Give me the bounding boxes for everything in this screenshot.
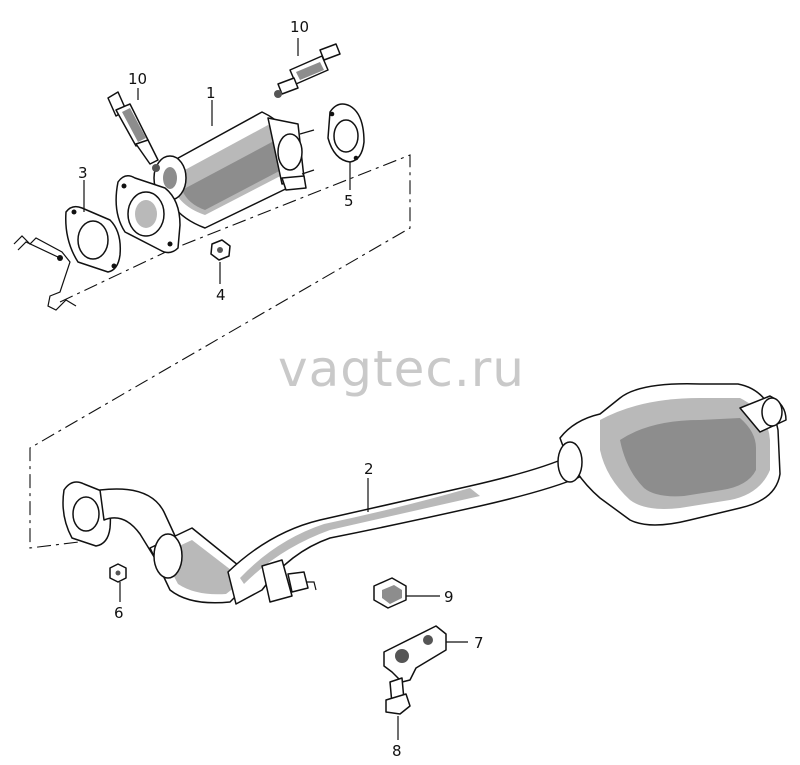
callout-4: 4 <box>216 286 226 304</box>
callout-7: 7 <box>474 634 484 652</box>
callout-3: 3 <box>78 164 88 182</box>
nut-6 <box>109 563 127 583</box>
leader-lines <box>83 38 468 740</box>
callout-8: 8 <box>392 742 402 760</box>
gasket-5 <box>327 103 365 163</box>
callout-1: 1 <box>206 84 216 102</box>
sensor-10-right <box>274 43 341 98</box>
callout-6: 6 <box>114 604 124 622</box>
exhaust-pipe-with-silencer <box>62 383 787 605</box>
callout-9: 9 <box>444 588 454 606</box>
watermark: vagtec.ru <box>278 340 525 398</box>
converter-inlet-flange <box>115 175 181 254</box>
callout-5: 5 <box>344 192 354 210</box>
gasket-3 <box>65 205 122 273</box>
sensor-10-left <box>107 91 160 172</box>
clamp-9 <box>373 577 407 609</box>
catalytic-converter <box>153 111 307 229</box>
hanger-7 <box>383 625 447 683</box>
nut-4 <box>210 239 231 261</box>
bracket-clip <box>13 235 77 311</box>
bolt-8 <box>385 677 411 715</box>
studs <box>299 129 315 175</box>
callout-10-left: 10 <box>128 70 147 88</box>
callout-10-right: 10 <box>290 18 309 36</box>
callout-2: 2 <box>364 460 374 478</box>
